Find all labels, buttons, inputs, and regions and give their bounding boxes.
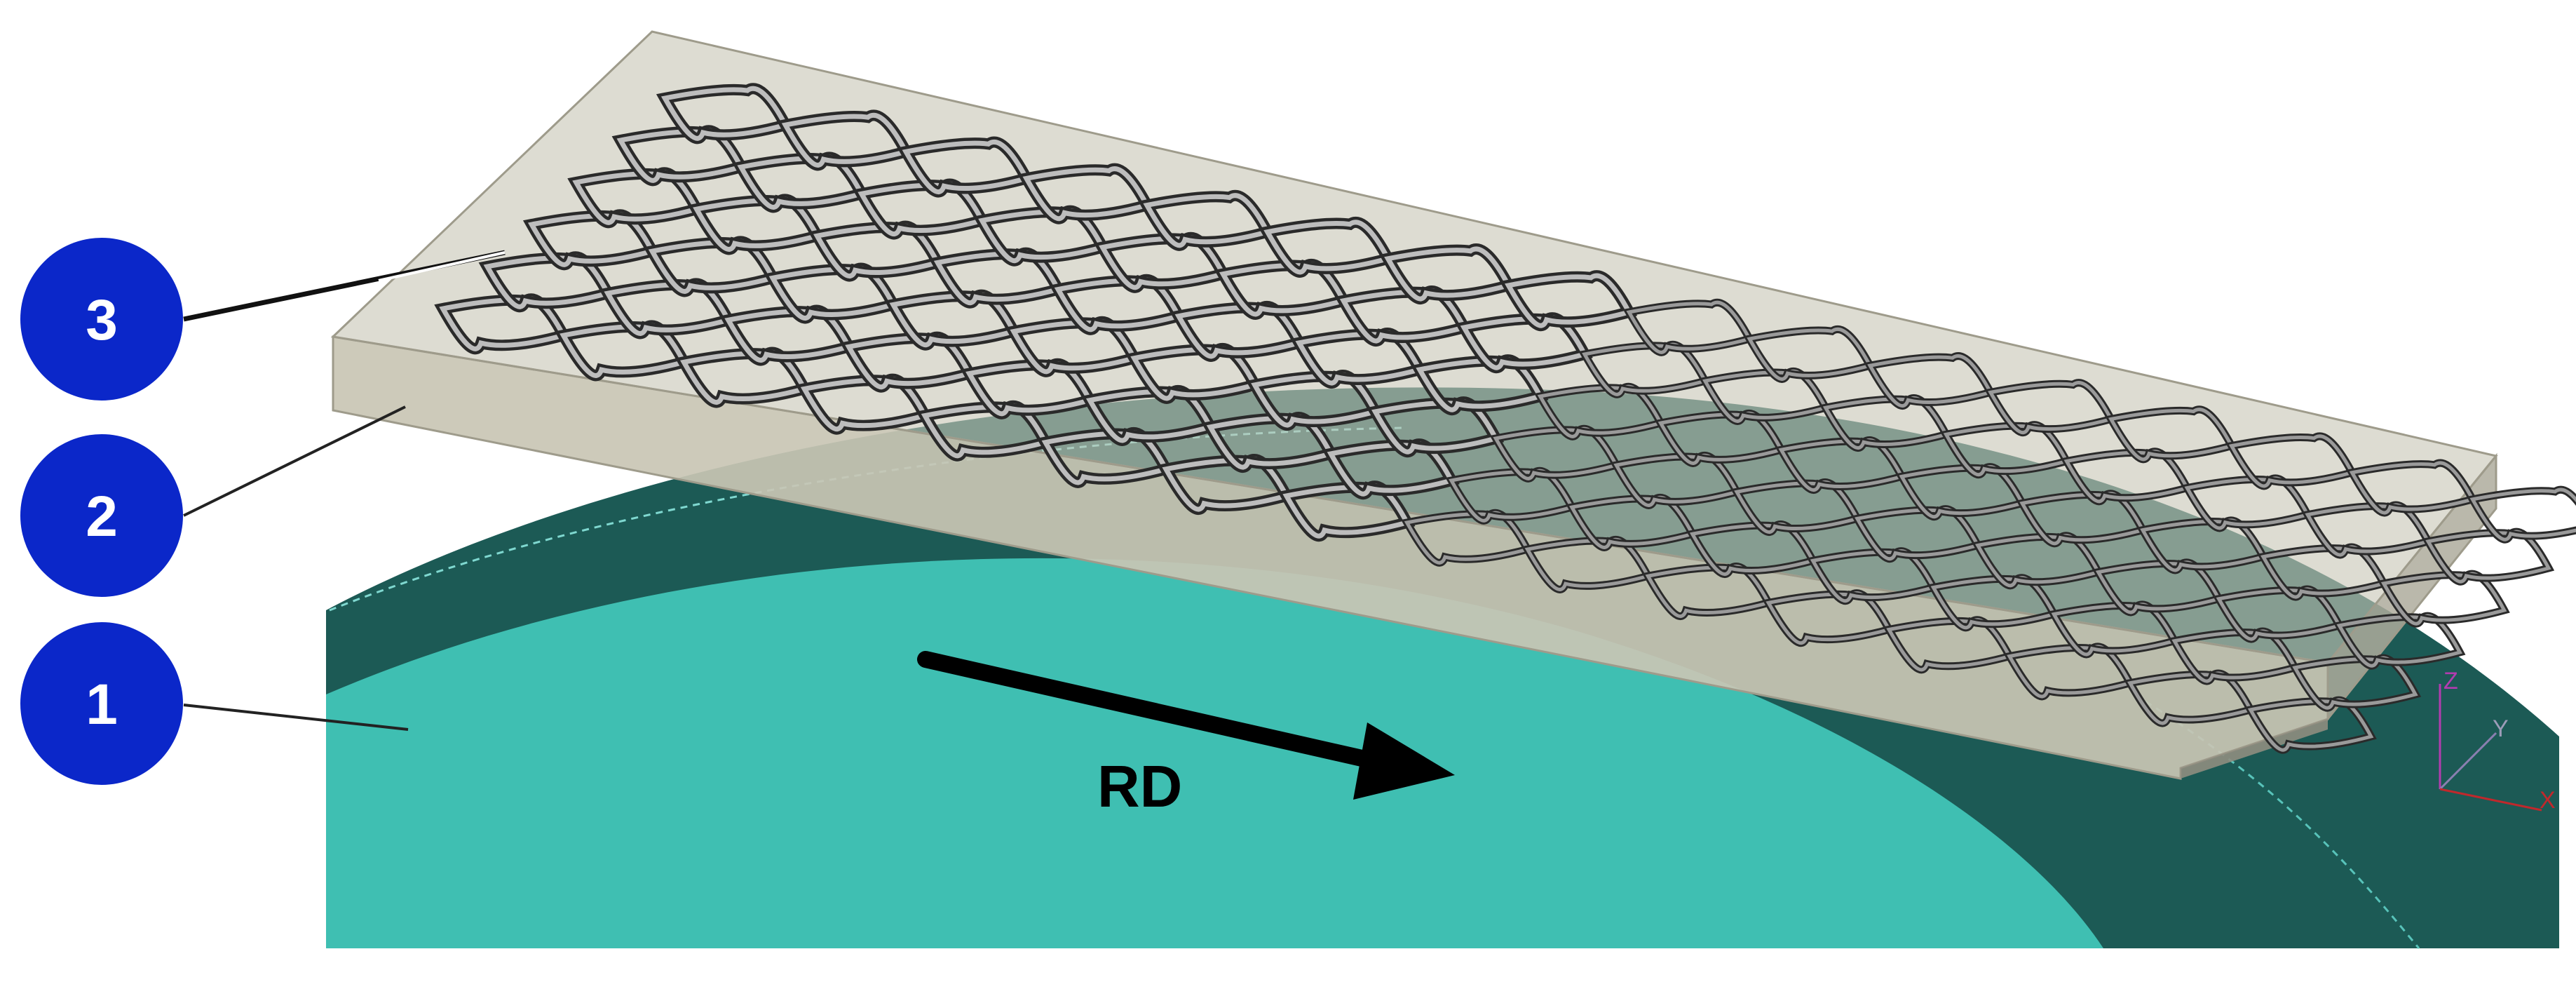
rd-label: RD (1097, 753, 1182, 819)
lattice-cell (2469, 487, 2576, 542)
callout-3-circle (20, 238, 183, 401)
leader-line-2 (183, 405, 406, 517)
roll-lit-surface (326, 558, 2103, 948)
triad-y-label: Y (2493, 715, 2509, 742)
rd-arrow-head (1353, 722, 1455, 800)
sheet-step-face (2181, 719, 2328, 779)
leader-lines (183, 250, 506, 731)
rd-arrow (917, 651, 1455, 800)
rd-arrow-shaft (917, 651, 1383, 769)
callout-2-circle (20, 434, 183, 597)
roll-edge-line-right (2145, 700, 2420, 949)
callout-2-label: 2 (86, 485, 118, 549)
callout-1-circle (20, 622, 183, 785)
callout-1: 1 (20, 622, 183, 785)
triad-z-label: Z (2443, 668, 2458, 694)
leader-line-1 (183, 704, 409, 731)
callout-2: 2 (20, 434, 183, 597)
leader-line-3-highlight (378, 251, 506, 282)
triad-y-axis (2439, 732, 2497, 791)
callout-3: 3 (20, 238, 183, 401)
triad-x-axis (2439, 788, 2542, 812)
triad-x-label: X (2540, 787, 2556, 814)
lattice-structure (434, 83, 2576, 754)
callout-3-label: 3 (86, 288, 118, 352)
coordinate-triad: Z Y X (2439, 668, 2556, 814)
callout-1-label: 1 (86, 673, 118, 736)
